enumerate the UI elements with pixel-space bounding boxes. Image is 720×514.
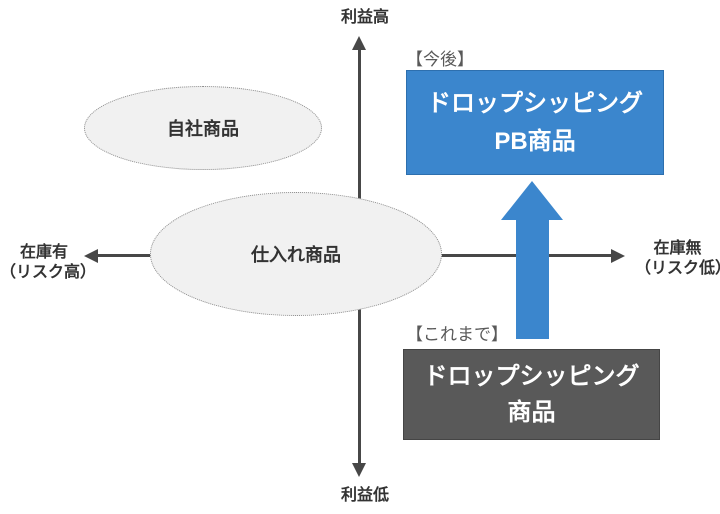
tag-future: 【今後】: [406, 50, 474, 69]
axis-arrow-up-icon: [352, 36, 366, 50]
box-dropshipping: ドロップシッピング 商品: [403, 349, 660, 440]
ellipse-own-products: 自社商品: [84, 86, 322, 170]
box-dropshipping-pb: ドロップシッピング PB商品: [406, 70, 664, 175]
axis-label-inventory-yes: 在庫有 （リスク高）: [0, 243, 97, 283]
axis-label-inventory-no-line1: 在庫無: [653, 240, 702, 257]
box-dropshipping-pb-line1: ドロップシッピング: [427, 89, 643, 117]
tag-past: 【これまで】: [406, 325, 508, 344]
axis-label-inventory-no-line2: （リスク低）: [635, 260, 720, 277]
box-dropshipping-line1: ドロップシッピング: [423, 362, 640, 390]
axis-label-profit-high: 利益高: [340, 9, 389, 26]
axis-label-inventory-yes-line2: （リスク高）: [0, 264, 97, 281]
axis-label-inventory-no: 在庫無 （リスク低）: [635, 239, 720, 279]
box-dropshipping-pb-line2: PB商品: [494, 127, 576, 155]
axis-label-profit-low: 利益低: [340, 487, 389, 504]
ellipse-purchased-products: 仕入れ商品: [150, 192, 442, 316]
axis-arrow-down-icon: [352, 463, 366, 477]
ellipse-purchased-products-label: 仕入れ商品: [251, 245, 341, 265]
transition-arrow-up-icon: [501, 181, 563, 220]
axis-arrow-left-icon: [84, 249, 98, 263]
transition-arrow-shaft: [516, 218, 549, 339]
box-dropshipping-line2: 商品: [507, 398, 556, 426]
ellipse-own-products-label: 自社商品: [167, 119, 239, 139]
axis-arrow-right-icon: [611, 249, 625, 263]
axis-label-inventory-yes-line1: 在庫有: [19, 244, 68, 261]
